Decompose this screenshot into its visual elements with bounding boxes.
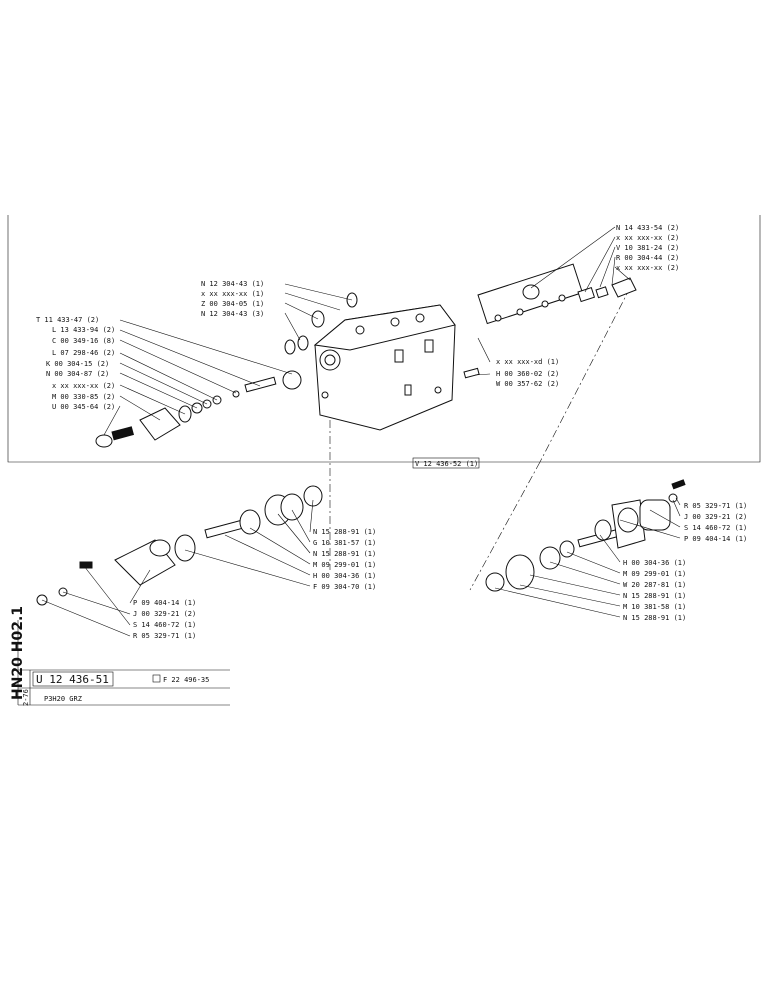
label-j00-329-21-b: J 00 329-21 (2) [684, 513, 747, 521]
label-w20-287-81: W 20 287-81 (1) [623, 581, 686, 589]
label-u00-345-64: U 00 345-64 (2) [52, 403, 115, 411]
valve-body [313, 304, 456, 431]
label-xx-xxx-1: x xx xxx-xx (1) [201, 290, 264, 298]
left-valve-parts [95, 370, 302, 448]
label-z00-304-05: Z 00 304-05 (1) [201, 300, 264, 308]
drawing-number: U 12 436-51 [36, 673, 109, 686]
center-line [539, 287, 631, 463]
label-g10-381-57: G 10 381-57 (1) [313, 539, 376, 547]
label-v10-381-24: V 10 381-24 (2) [616, 244, 679, 252]
label-s14-460-72-a: S 14 460-72 (1) [133, 621, 196, 629]
label-m09-299-01-a: M 09 299-01 (1) [313, 561, 376, 569]
label-n12-304-43-1: N 12 304-43 (1) [201, 280, 264, 288]
label-c00-349-16: C 00 349-16 (8) [52, 337, 115, 345]
o-rings [284, 292, 358, 355]
label-n15-288-91-c: N 15 288-91 (1) [623, 592, 686, 600]
label-xx-xxx-2c: x xx xxx-xx (2) [616, 264, 679, 272]
title-block: U 12 436-51 F 22 496-35 P3H20 GRZ HN20 H… [10, 606, 230, 706]
label-p09-404-14-b: P 09 404-14 (1) [684, 535, 747, 543]
label-xx-xxx-xd: x xx xxx-xd (1) [496, 358, 559, 366]
ref-checkbox [152, 674, 161, 683]
label-xx-xxx-2: x xx xxx-xx (2) [52, 382, 115, 390]
label-n15-288-91-b: N 15 288-91 (1) [313, 550, 376, 558]
label-n00-304-87: N 00 304-87 (2) [46, 370, 109, 378]
label-h00-304-36-b: H 00 304-36 (1) [623, 559, 686, 567]
label-xx-xxx-2b: x xx xxx-xx (2) [616, 234, 679, 242]
assembly-name: P3H20 GRZ [44, 695, 82, 703]
label-w00-357-62: W 00 357-62 (2) [496, 380, 559, 388]
label-k00-304-15: K 00 304-15 (2) [46, 360, 109, 368]
label-r05-329-71-b: R 05 329-71 (1) [684, 502, 747, 510]
label-n15-288-91-d: N 15 288-91 (1) [623, 614, 686, 622]
label-m00-330-85: M 00 330-85 (2) [52, 393, 115, 401]
label-p09-404-14-a: P 09 404-14 (1) [133, 599, 196, 607]
label-h00-360-02: H 00 360-02 (2) [496, 370, 559, 378]
label-r05-329-71-a: R 05 329-71 (1) [133, 632, 196, 640]
label-n14-433-54: N 14 433-54 (2) [616, 224, 679, 232]
label-t11-433-47: T 11 433-47 (2) [36, 316, 99, 324]
label-l07-298-46: L 07 298-46 (2) [52, 349, 115, 357]
lower-middle-parts [36, 485, 323, 606]
label-n12-304-43-3: N 12 304-43 (3) [201, 310, 264, 318]
label-r00-304-44: R 00 304-44 (2) [616, 254, 679, 262]
label-f09-304-70: F 09 304-70 (1) [313, 583, 376, 591]
label-n15-288-91-a: N 15 288-91 (1) [313, 528, 376, 536]
lower-right-parts [485, 479, 686, 592]
side-date: 2-76 [22, 689, 30, 706]
leader-lines [41, 226, 681, 637]
assembly-code-box [412, 457, 480, 469]
side-code: HN20 H02.1 [10, 606, 26, 700]
label-l13-433-94: L 13 433-94 (2) [52, 326, 115, 334]
reference-number: F 22 496-35 [163, 676, 209, 684]
label-m10-381-58: M 10 381-58 (1) [623, 603, 686, 611]
label-m09-299-01-b: M 09 299-01 (1) [623, 570, 686, 578]
label-h00-304-36-a: H 00 304-36 (1) [313, 572, 376, 580]
label-v12-436-52: V 12 436-52 (1) [415, 460, 478, 468]
assembly-frame [7, 215, 761, 463]
label-j00-329-21-a: J 00 329-21 (2) [133, 610, 196, 618]
right-spool-parts [463, 263, 637, 379]
drawing-number-box [32, 671, 114, 687]
label-s14-460-72-b: S 14 460-72 (1) [684, 524, 747, 532]
